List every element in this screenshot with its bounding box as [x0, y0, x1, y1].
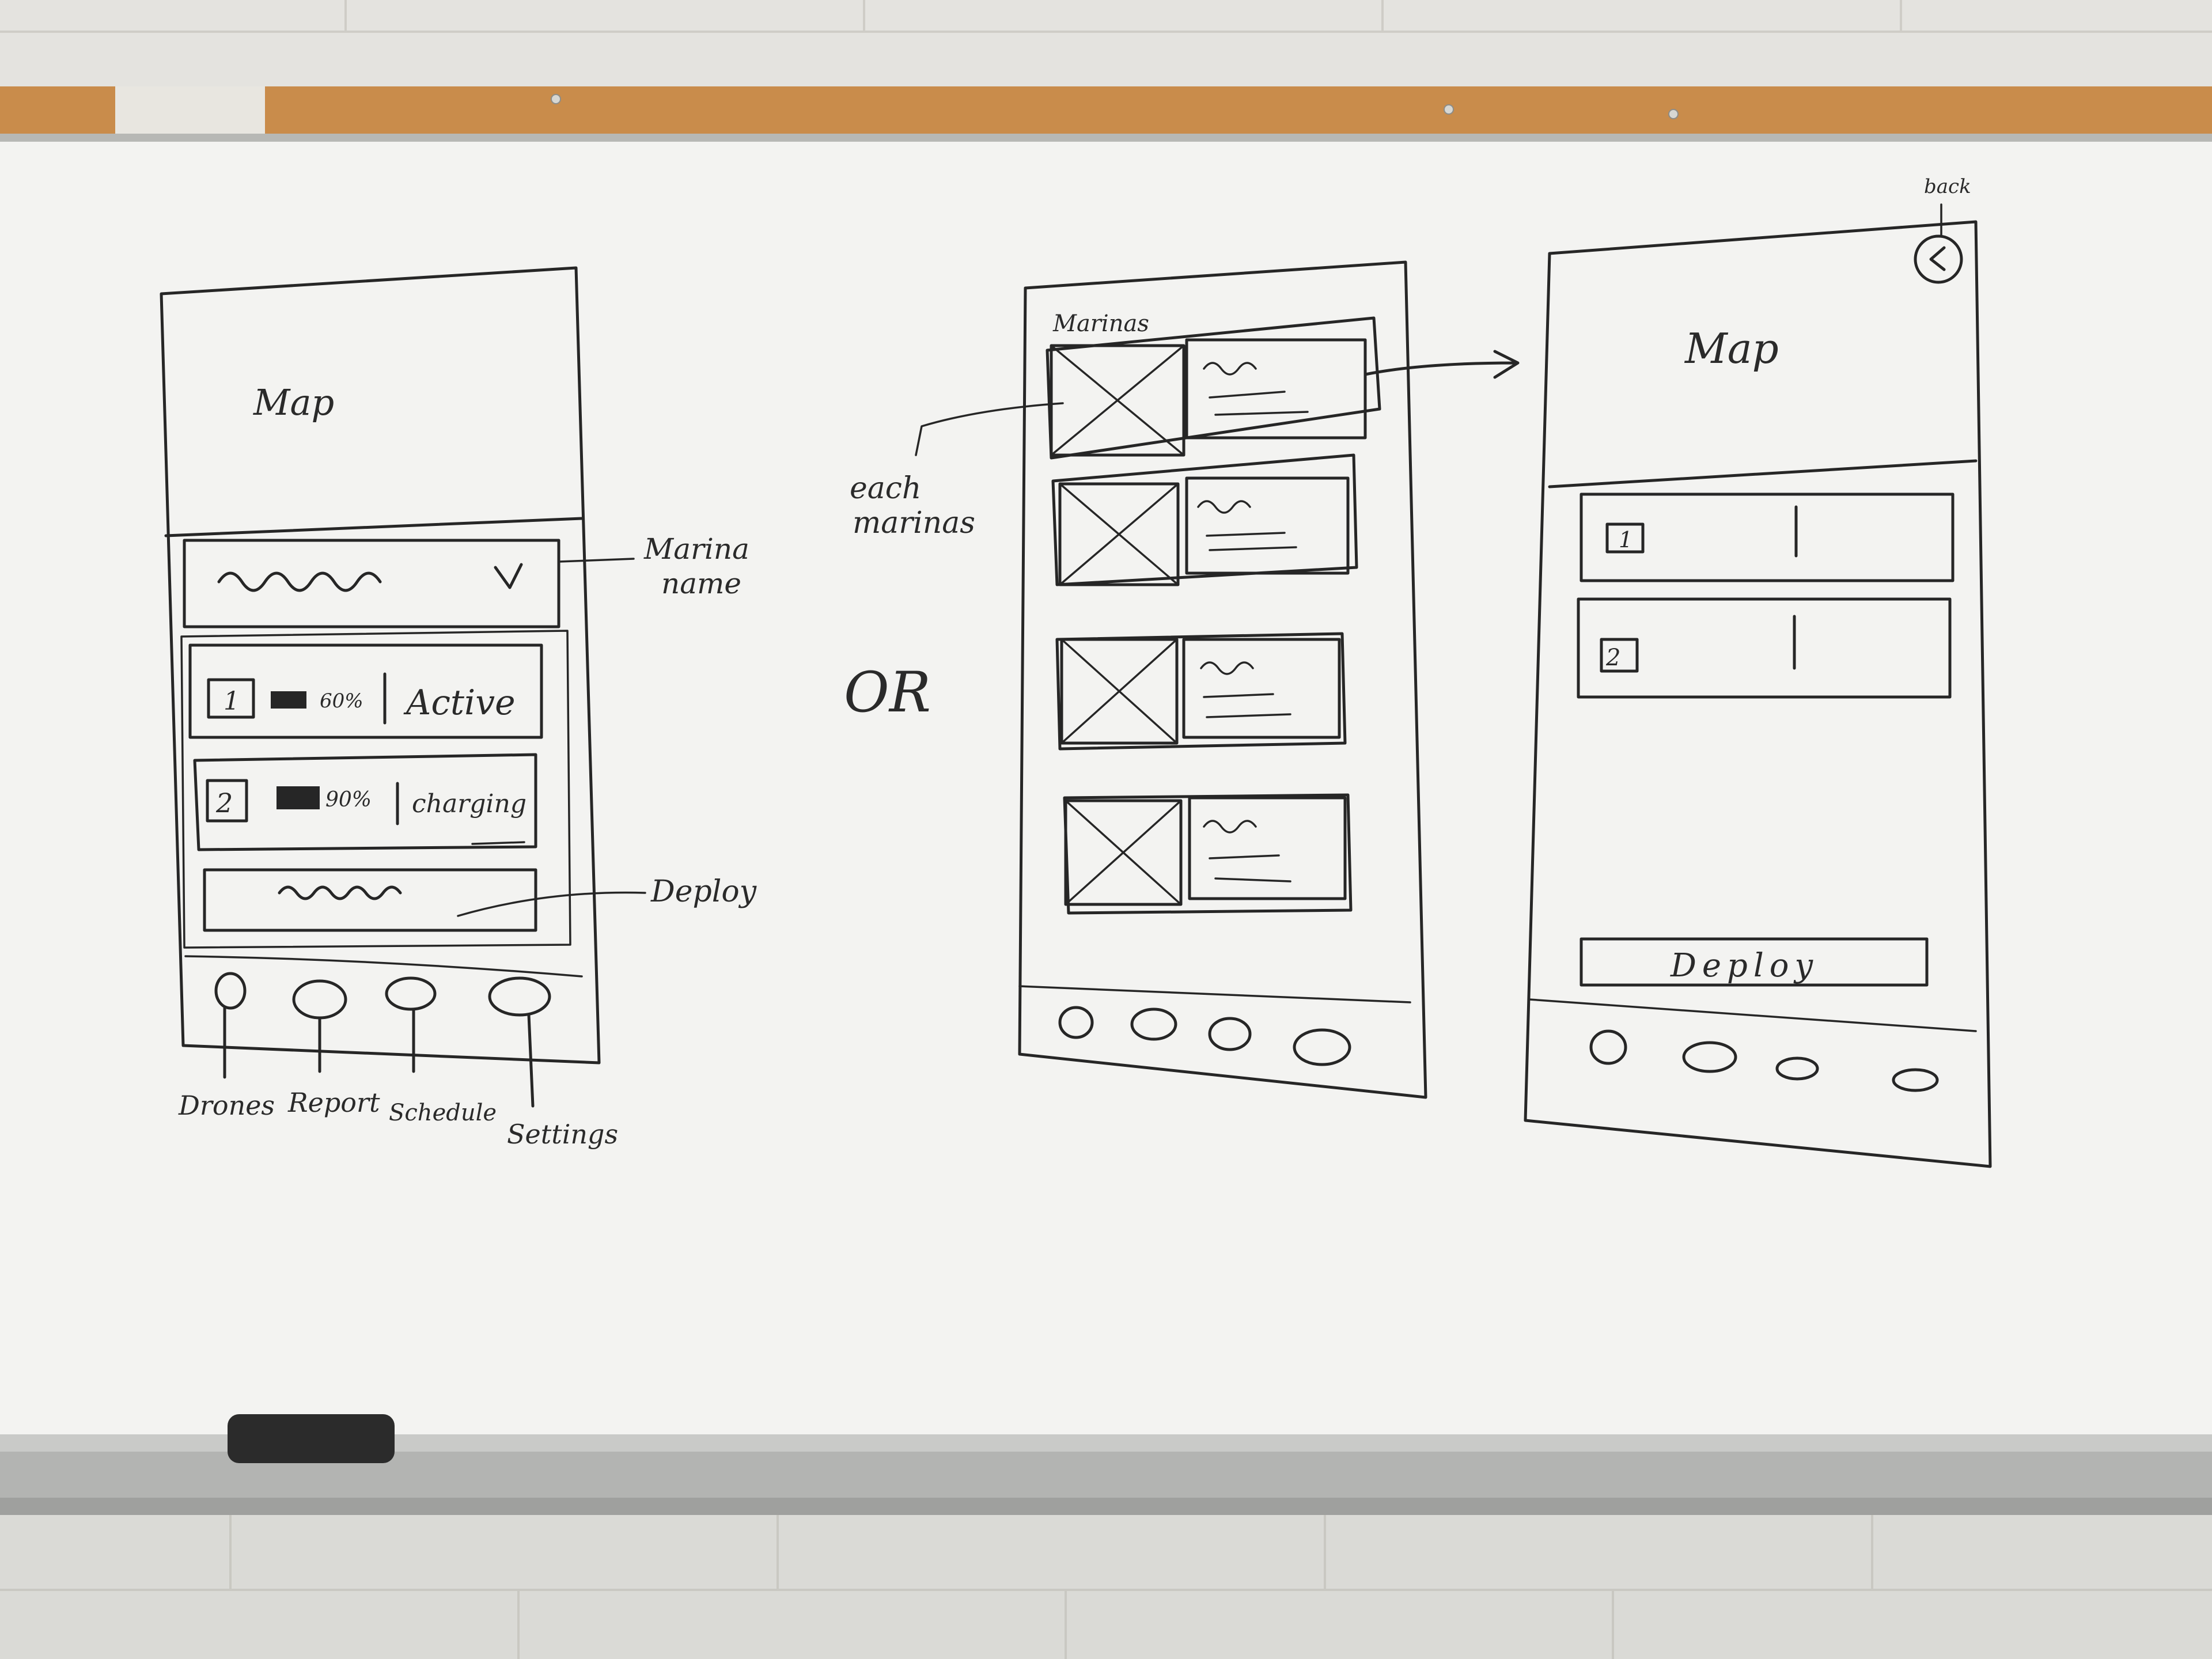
circle-nav-icon[interactable]	[488, 976, 551, 1017]
drone1-number-box	[207, 678, 255, 719]
wall-bricks-top	[0, 0, 2212, 33]
wall-top	[0, 0, 2212, 92]
marina-card-4[interactable]	[1063, 793, 1353, 915]
screen1-map-divider	[164, 517, 584, 537]
drone1-row[interactable]	[188, 643, 543, 739]
back-chevron-glyph	[1929, 246, 1946, 271]
marina-annotation-line	[558, 558, 635, 563]
screen3-map-label: Map	[1684, 324, 1779, 373]
screen3-outline	[1524, 220, 1992, 1168]
battery-icon	[271, 691, 306, 709]
screen3-drone2-row[interactable]	[1577, 597, 1952, 699]
circle-nav-icon[interactable]	[214, 972, 247, 1010]
eraser	[228, 1414, 395, 1463]
circle-nav-icon[interactable]	[1682, 1041, 1737, 1073]
cork-pins	[551, 94, 1679, 119]
screen1-wireframe: Map 1 60% Active 2 90% charging	[160, 266, 757, 1150]
marina-card-3[interactable]	[1055, 632, 1347, 751]
marina-card-2[interactable]	[1051, 453, 1358, 586]
marina-dropdown[interactable]	[183, 539, 560, 628]
screen1-nav-icons	[214, 972, 551, 1108]
wall-bottom	[0, 1515, 2212, 1659]
marina-card-1[interactable]	[1046, 316, 1381, 460]
circle-nav-icon[interactable]	[1775, 1056, 1819, 1081]
screen2-header: Marinas	[1052, 310, 1149, 337]
drone1-number: 1	[224, 687, 240, 716]
nav-label-schedule: Schedule	[389, 1100, 497, 1126]
screen3-drone1-row[interactable]	[1580, 493, 1955, 582]
annotation-name: name	[661, 567, 741, 600]
nav-label-drones: Drones	[178, 1090, 275, 1121]
back-label: back	[1924, 175, 1971, 198]
drone2-status: charging	[412, 789, 527, 819]
checkbox-x-image-placeholder	[1064, 799, 1183, 906]
screen3-deploy-label: Deploy	[1670, 947, 1819, 984]
screen1-deploy-button[interactable]	[203, 868, 537, 932]
marker-tray-lip	[0, 1498, 2212, 1515]
battery-icon	[276, 786, 320, 809]
screen1-outline	[160, 266, 601, 1065]
screen1-map-label: Map	[253, 381, 334, 423]
circle-nav-icon[interactable]	[1130, 1007, 1177, 1041]
checkbox-x-image-placeholder	[1060, 638, 1179, 745]
circle-nav-icon[interactable]	[1892, 1068, 1939, 1092]
screen3-nav-divider	[1528, 998, 1977, 1032]
drone2-number-box	[206, 779, 248, 823]
whiteboard-surface	[0, 142, 2212, 1438]
wall-bricks-bottom	[0, 1515, 2212, 1659]
screen3-drone1-number: 1	[1619, 527, 1633, 552]
annotation-marina: Marina	[643, 532, 749, 566]
arrow-icon	[1363, 350, 1520, 379]
screen3-drone2-number: 2	[1605, 645, 1620, 671]
or-label: OR	[844, 660, 931, 725]
cork-rail-bottom	[0, 134, 2212, 142]
screen3-drone1-number-box	[1605, 522, 1645, 554]
deploy-annotation-line	[457, 891, 646, 917]
screen3-drone2-number-box	[1600, 638, 1639, 673]
cork-strip	[0, 86, 2212, 135]
screen2-outline	[1018, 260, 1427, 1099]
drone2-row[interactable]	[193, 753, 537, 851]
each-marinas-annotation-line	[915, 402, 1064, 456]
annotation-deploy: Deploy	[650, 874, 757, 909]
circle-nav-icon[interactable]	[385, 976, 437, 1011]
checkbox-x-image-placeholder	[1058, 482, 1180, 586]
drone2-number: 2	[215, 787, 233, 819]
chevron-down-icon	[494, 563, 523, 589]
marina-name-squiggle	[217, 571, 382, 592]
annotation-each: each	[850, 471, 921, 506]
circle-nav-icon[interactable]	[1589, 1029, 1627, 1065]
checkbox-x-image-placeholder	[1050, 344, 1185, 457]
drone2-battery: 90%	[325, 788, 372, 812]
drone2-underline	[471, 841, 525, 845]
nav-label-report: Report	[287, 1087, 380, 1118]
deploy-squiggle	[278, 885, 402, 900]
drone-list-panel	[180, 630, 571, 949]
nav-label-settings: Settings	[507, 1119, 618, 1150]
drone1-status: Active	[403, 683, 516, 723]
screen2-nav-divider	[1018, 985, 1411, 1003]
screen1-nav-bar	[184, 955, 583, 978]
back-chevron-icon[interactable]	[1914, 234, 1963, 284]
screen3-map-divider	[1548, 459, 1978, 488]
circle-nav-icon[interactable]	[1293, 1028, 1351, 1066]
circle-nav-icon[interactable]	[1208, 1017, 1252, 1051]
screen3-deploy-button[interactable]	[1580, 937, 1929, 987]
cork-strip-gap	[115, 86, 265, 135]
screen3-wireframe: Map back 1 2 Deploy	[1524, 175, 1992, 1168]
screen2-wireframe: Marinas	[850, 260, 1520, 1099]
circle-nav-icon[interactable]	[1058, 1006, 1094, 1039]
annotation-marinas: marinas	[853, 506, 975, 540]
drone1-battery: 60%	[320, 690, 363, 713]
